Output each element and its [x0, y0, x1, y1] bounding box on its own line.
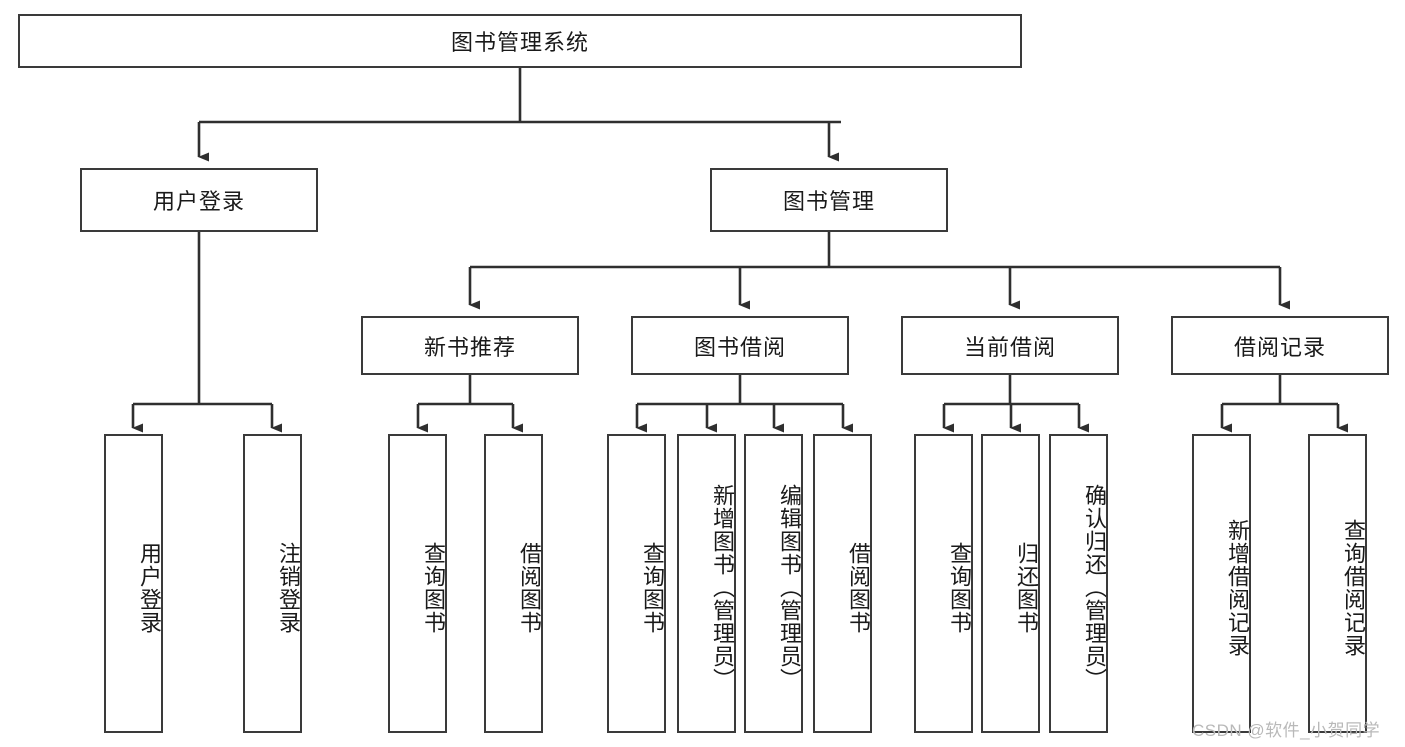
node-leaf-confirm-return-label: 确认归还（管理员）	[1082, 484, 1107, 691]
node-leaf-logout[interactable]: 注销登录	[243, 434, 302, 733]
node-leaf-borrow-book-2[interactable]: 借阅图书	[813, 434, 872, 733]
node-user-login[interactable]: 用户登录	[80, 168, 318, 232]
node-leaf-edit-book-label: 编辑图书（管理员）	[777, 484, 802, 691]
watermark: CSDN @软件_小贺同学	[1192, 721, 1381, 740]
node-current-borrow-label: 当前借阅	[963, 334, 1056, 360]
node-current-borrow[interactable]: 当前借阅	[901, 316, 1119, 375]
node-leaf-logout-label: 注销登录	[276, 541, 301, 634]
node-leaf-borrow-book-1[interactable]: 借阅图书	[484, 434, 543, 733]
node-new-book-rec-label: 新书推荐	[423, 334, 516, 360]
node-leaf-add-book-label: 新增图书（管理员）	[710, 484, 735, 691]
node-leaf-user-login-label: 用户登录	[137, 541, 162, 634]
node-leaf-return-book[interactable]: 归还图书	[981, 434, 1040, 733]
node-leaf-query-book-2[interactable]: 查询图书	[607, 434, 666, 733]
node-leaf-query-book-3[interactable]: 查询图书	[914, 434, 973, 733]
node-leaf-add-book[interactable]: 新增图书（管理员）	[677, 434, 736, 733]
node-book-borrow[interactable]: 图书借阅	[631, 316, 849, 375]
node-leaf-borrow-book-1-label: 借阅图书	[517, 541, 542, 634]
node-leaf-add-record[interactable]: 新增借阅记录	[1192, 434, 1251, 733]
node-root-label: 图书管理系统	[450, 30, 589, 55]
node-leaf-return-book-label: 归还图书	[1014, 541, 1039, 634]
node-leaf-query-book-1-label: 查询图书	[421, 541, 446, 634]
node-leaf-edit-book[interactable]: 编辑图书（管理员）	[744, 434, 803, 733]
node-leaf-query-book-3-label: 查询图书	[947, 541, 972, 634]
node-borrow-record-label: 借阅记录	[1233, 334, 1326, 360]
node-leaf-query-record[interactable]: 查询借阅记录	[1308, 434, 1367, 733]
node-borrow-record[interactable]: 借阅记录	[1171, 316, 1389, 375]
node-leaf-query-book-1[interactable]: 查询图书	[388, 434, 447, 733]
node-leaf-add-record-label: 新增借阅记录	[1225, 518, 1250, 657]
node-leaf-confirm-return[interactable]: 确认归还（管理员）	[1049, 434, 1108, 733]
node-leaf-borrow-book-2-label: 借阅图书	[846, 541, 871, 634]
node-root[interactable]: 图书管理系统	[18, 14, 1022, 68]
node-leaf-query-record-label: 查询借阅记录	[1341, 518, 1366, 657]
node-book-borrow-label: 图书借阅	[693, 334, 786, 360]
node-book-manage-label: 图书管理	[782, 189, 875, 214]
node-book-manage[interactable]: 图书管理	[710, 168, 948, 232]
node-new-book-rec[interactable]: 新书推荐	[361, 316, 579, 375]
node-leaf-query-book-2-label: 查询图书	[640, 541, 665, 634]
node-user-login-label: 用户登录	[152, 189, 245, 214]
node-leaf-user-login[interactable]: 用户登录	[104, 434, 163, 733]
